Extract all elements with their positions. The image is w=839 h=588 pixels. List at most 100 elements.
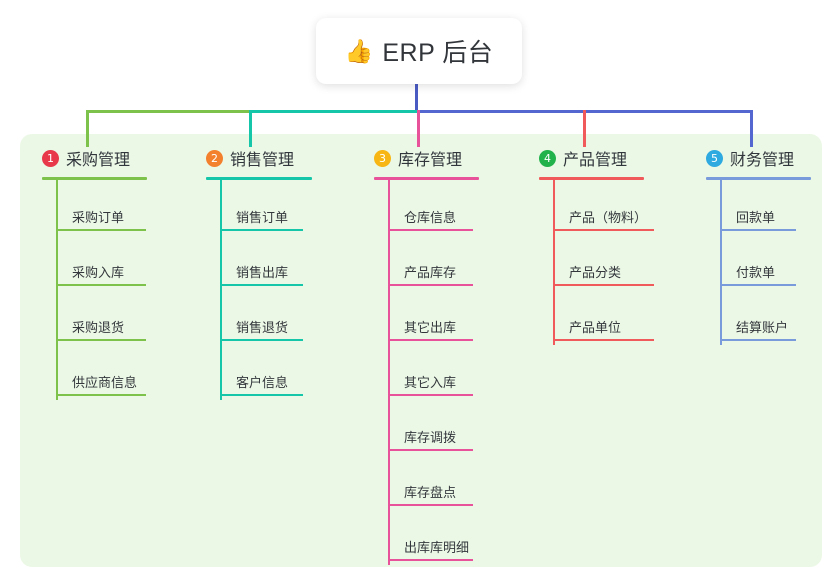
sub-item-label: 产品分类 (569, 265, 622, 280)
column-purchase: 1 采购管理采购订单采购入库采购退货供应商信息 (42, 145, 147, 400)
sub-item-rule (553, 339, 654, 341)
sub-item-list-product: 产品（物料） 产品分类产品单位 (539, 180, 654, 345)
connector-drop-product (583, 110, 586, 147)
sub-item-rule (388, 229, 473, 231)
column-title: 财务管理 (730, 152, 795, 169)
sub-item[interactable]: 其它入库 (374, 345, 479, 400)
sub-item-list-finance: 回款单付款单结算账户 (706, 180, 811, 345)
sub-list-spine (720, 180, 722, 345)
sub-item[interactable]: 库存盘点 (374, 455, 479, 510)
sub-item-list-inventory: 仓库信息产品库存其它出库其它入库库存调拨库存盘点出库库明细 (374, 180, 479, 565)
sub-item[interactable]: 销售订单 (206, 180, 312, 235)
sub-item-list-purchase: 采购订单采购入库采购退货供应商信息 (42, 180, 147, 400)
sub-item-rule (720, 339, 796, 341)
sub-item-rule (388, 339, 473, 341)
sub-item-label: 客户信息 (236, 375, 289, 390)
root-node-erp-backend[interactable]: 👍 ERP 后台 (316, 18, 522, 84)
connector-green-segment (86, 110, 249, 113)
column-header-rule (42, 177, 147, 180)
column-header-finance[interactable]: 5 财务管理 (706, 145, 811, 171)
sub-item-rule (553, 229, 654, 231)
sub-item-rule (388, 559, 473, 561)
sub-item-label: 销售出库 (236, 265, 289, 280)
sub-item-label: 库存盘点 (404, 485, 457, 500)
sub-item-label: 付款单 (736, 265, 776, 280)
sub-item[interactable]: 其它出库 (374, 290, 479, 345)
sub-list-spine (553, 180, 555, 345)
sub-item-rule (720, 229, 796, 231)
sub-item-rule (388, 504, 473, 506)
sub-item-label: 库存调拨 (404, 430, 457, 445)
sub-item-label: 其它出库 (404, 320, 457, 335)
sub-item-label: 销售订单 (236, 210, 289, 225)
sub-item-rule (56, 284, 146, 286)
sub-item[interactable]: 采购入库 (42, 235, 147, 290)
column-title: 库存管理 (398, 152, 463, 169)
sub-item[interactable]: 客户信息 (206, 345, 312, 400)
column-number-badge: 4 (539, 149, 556, 167)
connector-teal-segment (249, 110, 417, 113)
sub-item[interactable]: 产品单位 (539, 290, 654, 345)
sub-item-label: 回款单 (736, 210, 776, 225)
column-number-badge: 1 (42, 149, 59, 167)
sub-item-label: 仓库信息 (404, 210, 457, 225)
column-header-rule (374, 177, 479, 180)
sub-list-spine (56, 180, 58, 400)
sub-item[interactable]: 回款单 (706, 180, 811, 235)
sub-item-rule (388, 449, 473, 451)
sub-item-rule (220, 284, 303, 286)
connector-drop-sales (249, 110, 252, 147)
sub-item[interactable]: 供应商信息 (42, 345, 147, 400)
sub-item-rule (220, 229, 303, 231)
column-number-badge: 3 (374, 149, 391, 167)
sub-item-rule (220, 339, 303, 341)
sub-item-list-sales: 销售订单销售出库销售退货客户信息 (206, 180, 312, 400)
column-number-badge: 5 (706, 149, 723, 167)
sub-item-rule (720, 284, 796, 286)
sub-item-rule (388, 284, 473, 286)
sub-item-rule (56, 394, 146, 396)
sub-item[interactable]: 出库库明细 (374, 510, 479, 565)
column-finance: 5 财务管理回款单付款单结算账户 (706, 145, 811, 345)
column-title: 销售管理 (230, 152, 295, 169)
column-header-rule (706, 177, 811, 180)
column-header-sales[interactable]: 2 销售管理 (206, 145, 312, 171)
connector-drop-inventory (417, 110, 420, 147)
sub-item-label: 产品单位 (569, 320, 622, 335)
sub-item-label: 其它入库 (404, 375, 457, 390)
column-number-badge: 2 (206, 149, 223, 167)
diagram-panel-background (20, 134, 822, 567)
sub-item[interactable]: 付款单 (706, 235, 811, 290)
sub-item[interactable]: 产品（物料） (539, 180, 654, 235)
sub-item[interactable]: 结算账户 (706, 290, 811, 345)
sub-item[interactable]: 采购退货 (42, 290, 147, 345)
sub-item-label: 采购退货 (72, 320, 125, 335)
sub-item-label: 采购订单 (72, 210, 125, 225)
column-title: 采购管理 (66, 152, 131, 169)
sub-list-spine (220, 180, 222, 400)
sub-item[interactable]: 产品库存 (374, 235, 479, 290)
column-header-rule (539, 177, 644, 180)
sub-item-label: 结算账户 (736, 320, 789, 335)
sub-item-label: 采购入库 (72, 265, 125, 280)
sub-item-label: 销售退货 (236, 320, 289, 335)
connector-drop-purchase (86, 110, 89, 147)
sub-item[interactable]: 销售出库 (206, 235, 312, 290)
sub-item-label: 产品库存 (404, 265, 457, 280)
column-header-purchase[interactable]: 1 采购管理 (42, 145, 147, 171)
sub-item[interactable]: 产品分类 (539, 235, 654, 290)
sub-item[interactable]: 仓库信息 (374, 180, 479, 235)
sub-item[interactable]: 库存调拨 (374, 400, 479, 455)
connector-drop-finance (750, 110, 753, 147)
sub-item[interactable]: 采购订单 (42, 180, 147, 235)
column-header-inventory[interactable]: 3 库存管理 (374, 145, 479, 171)
sub-item[interactable]: 销售退货 (206, 290, 312, 345)
column-sales: 2 销售管理销售订单销售出库销售退货客户信息 (206, 145, 312, 400)
thumbs-up-icon: 👍 (344, 37, 374, 64)
sub-item-rule (388, 394, 473, 396)
sub-list-spine (388, 180, 390, 565)
sub-item-rule (56, 339, 146, 341)
sub-item-label: 供应商信息 (72, 375, 138, 390)
